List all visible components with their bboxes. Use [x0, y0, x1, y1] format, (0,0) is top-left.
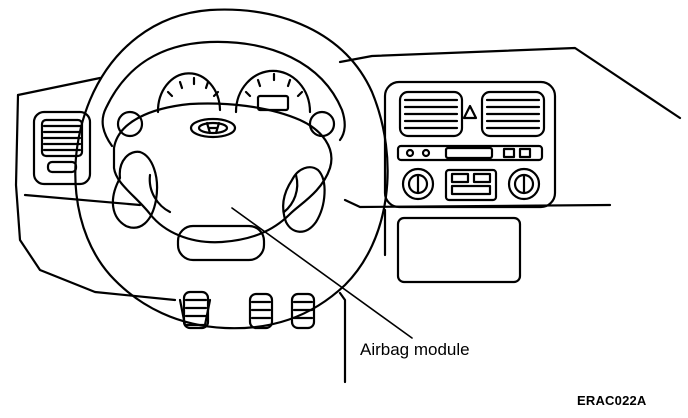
left-air-vent [32, 110, 92, 186]
center-console [383, 80, 557, 209]
steering-wheel-rim-inner [101, 40, 346, 148]
right-spoke [282, 166, 326, 233]
steering-column [178, 290, 316, 330]
console-compartment [396, 216, 522, 284]
instrument-cluster [116, 69, 336, 138]
left-spoke [111, 150, 159, 229]
figure-code: ERAC022A [577, 393, 647, 408]
airbag-leader-line [231, 207, 413, 339]
lower-spoke-pad [176, 224, 266, 262]
airbag-module-pad [112, 102, 333, 244]
steering-wheel-rim [74, 8, 389, 330]
airbag-module-label: Airbag module [360, 340, 470, 359]
dashboard-outline [14, 46, 682, 384]
